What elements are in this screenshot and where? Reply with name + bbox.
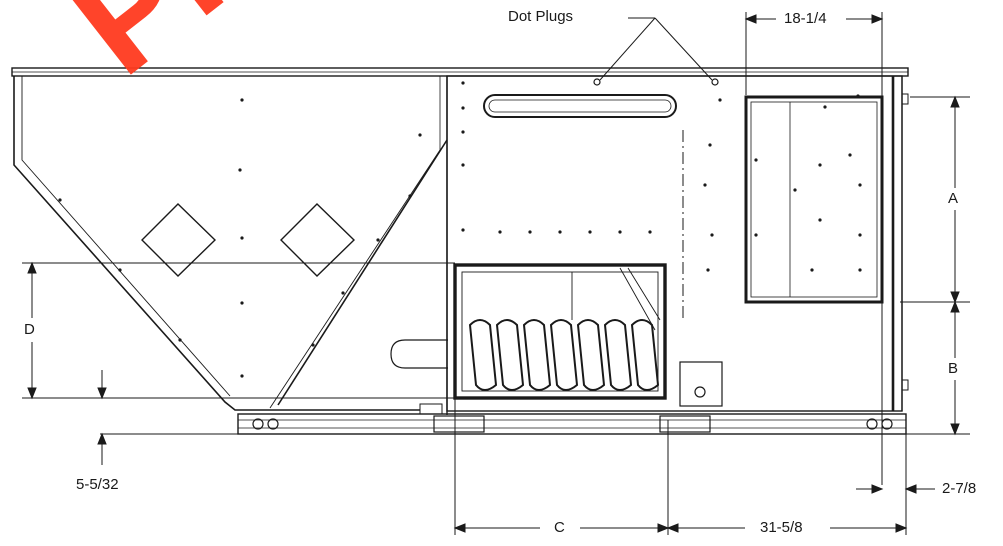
control-box <box>679 361 723 407</box>
label-dim-a: A <box>946 190 961 208</box>
diamond-left <box>141 203 217 277</box>
rivet-dots <box>58 81 862 378</box>
coil-tubes <box>468 319 660 391</box>
hood-outline <box>13 76 420 411</box>
diamond-right <box>280 203 356 277</box>
label-dim-d: D <box>22 321 37 339</box>
label-dim-bottom: 31-5/8 <box>758 519 805 537</box>
label-dot-plugs: Dot Plugs <box>506 8 576 26</box>
label-dim-right-bottom: 2-7/8 <box>940 480 979 498</box>
base-rail <box>237 413 907 435</box>
label-dim-left-bottom: 5-5/32 <box>74 476 121 494</box>
access-panel <box>744 95 884 304</box>
heat-exchanger-window <box>453 263 667 400</box>
label-dim-top: 18-1/4 <box>782 10 829 28</box>
divider-panel <box>277 139 448 406</box>
cabinet-body <box>446 75 903 412</box>
label-dim-c: C <box>552 519 567 537</box>
top-slot <box>483 94 677 118</box>
label-dim-b: B <box>946 360 961 378</box>
burner-pipe <box>390 339 448 369</box>
